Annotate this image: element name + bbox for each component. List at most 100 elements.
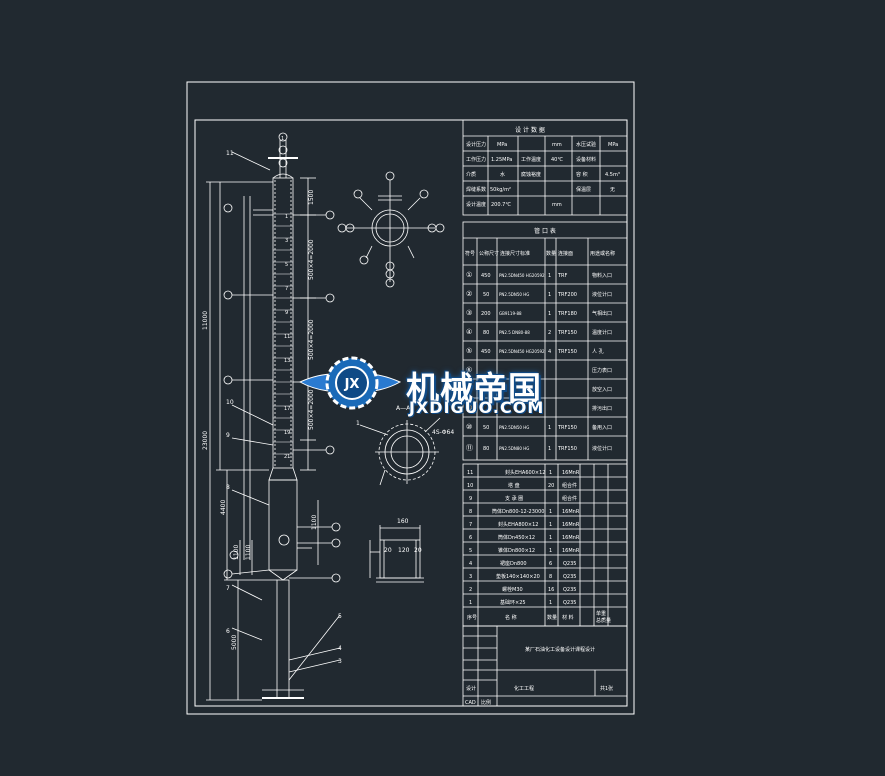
nozzle-header: 连接尺寸标准 [500, 250, 530, 257]
title-block-sheet: 共1张 [600, 685, 613, 692]
part-qty: 1 [549, 522, 552, 528]
nozzle-symbol: ② [466, 290, 472, 298]
design-cell: 4.5m³ [605, 172, 620, 178]
design-table-title: 设 计 数 据 [515, 126, 545, 134]
nozzle-cell: PN2.5DN450 HG20592 [499, 349, 545, 354]
tower-label-3: 3 [338, 658, 342, 665]
parts-footer-header: 序号 [467, 614, 477, 621]
part-material: 组合件 [562, 495, 577, 502]
tower-label-10: 10 [226, 399, 234, 406]
tower-label-4: 4 [338, 645, 342, 652]
nozzle-cell: 1 [548, 446, 551, 452]
part-name: 封头EHA600×12 [505, 469, 545, 476]
part-name: 塔 盘 [508, 482, 520, 489]
tower-label-9: 9 [226, 432, 230, 439]
nozzle-cell: 1 [548, 425, 551, 431]
part-no: 3 [469, 574, 472, 580]
nozzle-cell: GB9119-88 [499, 311, 522, 316]
part-name: 封头EHA800×12 [498, 521, 538, 528]
tray-number: 17 [284, 406, 290, 412]
nozzle-cell: 2 [548, 330, 551, 336]
design-cell: 设计压力 [466, 141, 486, 148]
part-material: Q235 [563, 561, 576, 567]
nozzle-cell: PN2.5DN50 HG [499, 425, 529, 430]
design-cell: mm [552, 142, 562, 148]
nozzle-symbol: ④ [466, 328, 472, 336]
section-aa-marker: A—A [396, 405, 411, 412]
part-name: 筒体Dn800-12-23000 [492, 508, 544, 515]
part-qty: 20 [548, 483, 554, 489]
design-cell: 工作温度 [521, 156, 541, 163]
design-cell: 无 [610, 187, 615, 193]
nozzle-cell: TRF [557, 273, 568, 279]
tray-number: 9 [285, 310, 288, 316]
design-cell: 200.7℃ [491, 202, 511, 208]
part-qty: 1 [549, 509, 552, 515]
nozzle-table [462, 221, 628, 461]
nozzle-cell: PN2.5DN450 HG20592 [499, 273, 545, 278]
design-cell: 40℃ [551, 157, 563, 163]
watermark-badge: JX [344, 377, 360, 392]
part-qty: 1 [549, 600, 552, 606]
design-cell: 腐蚀裕度 [521, 171, 541, 178]
part-material: Q235 [563, 600, 576, 606]
nozzle-header: 用途或名称 [590, 250, 615, 257]
tray-number: 19 [284, 430, 290, 436]
parts-footer-header: 数量 [547, 614, 557, 621]
tray-number: 7 [285, 286, 288, 292]
tray-number: 13 [284, 358, 290, 364]
design-cell: MPa [497, 142, 507, 148]
tower-part-11-label: 11 [226, 150, 234, 157]
part-name: 螺栓M30 [502, 586, 523, 593]
nozzle-cell: 物料入口 [592, 272, 612, 279]
parts-list-table [462, 463, 628, 627]
design-cell: 焊缝系数 [466, 186, 486, 193]
tower-label-7: 7 [226, 585, 230, 592]
design-cell: 介质 [466, 171, 476, 178]
part-name: 裙座Dn800 [500, 560, 527, 567]
tray-number: 21 [284, 454, 290, 460]
design-cell: 设计温度 [466, 201, 486, 208]
nozzle-cell: 放空入口 [592, 386, 612, 393]
design-cell: 水 [500, 171, 505, 178]
dim-small-3: 1100 [245, 545, 252, 560]
part-name: 锥体Dn800×12 [498, 547, 535, 554]
tray-number: 11 [284, 334, 290, 340]
detail-dim-width: 160 [397, 518, 409, 525]
nozzle-cell: PN2.5 DN80-88 [499, 330, 530, 335]
part-no: 5 [469, 548, 472, 554]
part-name: 垫板140×140×20 [496, 573, 540, 580]
part-material: Q235 [563, 587, 576, 593]
design-cell: 水压试验 [576, 141, 596, 148]
nozzle-header: 数量 [546, 250, 556, 257]
nozzle-header: 符号 [465, 250, 475, 257]
part-name: 基础环×25 [500, 599, 526, 606]
dim-small-1: 1100 [311, 515, 318, 530]
part-qty: 16 [548, 587, 554, 593]
watermark-title: 机械帝国 [406, 369, 542, 408]
watermark-url: JXDIGUO.COM [409, 398, 545, 417]
sheet-outer-border [186, 81, 635, 715]
dim-right-2: 500×4=2000 [308, 239, 315, 280]
nozzle-cell: 450 [481, 349, 491, 355]
part-qty: 1 [549, 535, 552, 541]
parts-footer-header: 材 料 [562, 614, 574, 621]
nozzle-cell: 450 [481, 273, 491, 279]
part-no: 1 [469, 600, 472, 606]
design-cell: MPa [608, 142, 618, 148]
parts-footer-header: 名 称 [505, 614, 517, 621]
nozzle-cell: 1 [548, 292, 551, 298]
nozzle-cell: TRF150 [557, 425, 577, 431]
part-no: 8 [469, 509, 472, 515]
section-aa-bolts: 4S-Φ64 [432, 429, 454, 436]
title-block-cad: CAD [465, 700, 476, 706]
part-no: 6 [469, 535, 472, 541]
part-no: 4 [469, 561, 472, 567]
nozzle-cell: TRF150 [557, 349, 577, 355]
title-block [462, 625, 628, 707]
dim-small-2: 1100 [233, 545, 240, 560]
nozzle-cell: 50 [483, 292, 489, 298]
title-block-drawing-name: 某厂石油化工设备设计课程设计 [525, 646, 595, 653]
part-name: 支 承 圈 [505, 495, 523, 502]
